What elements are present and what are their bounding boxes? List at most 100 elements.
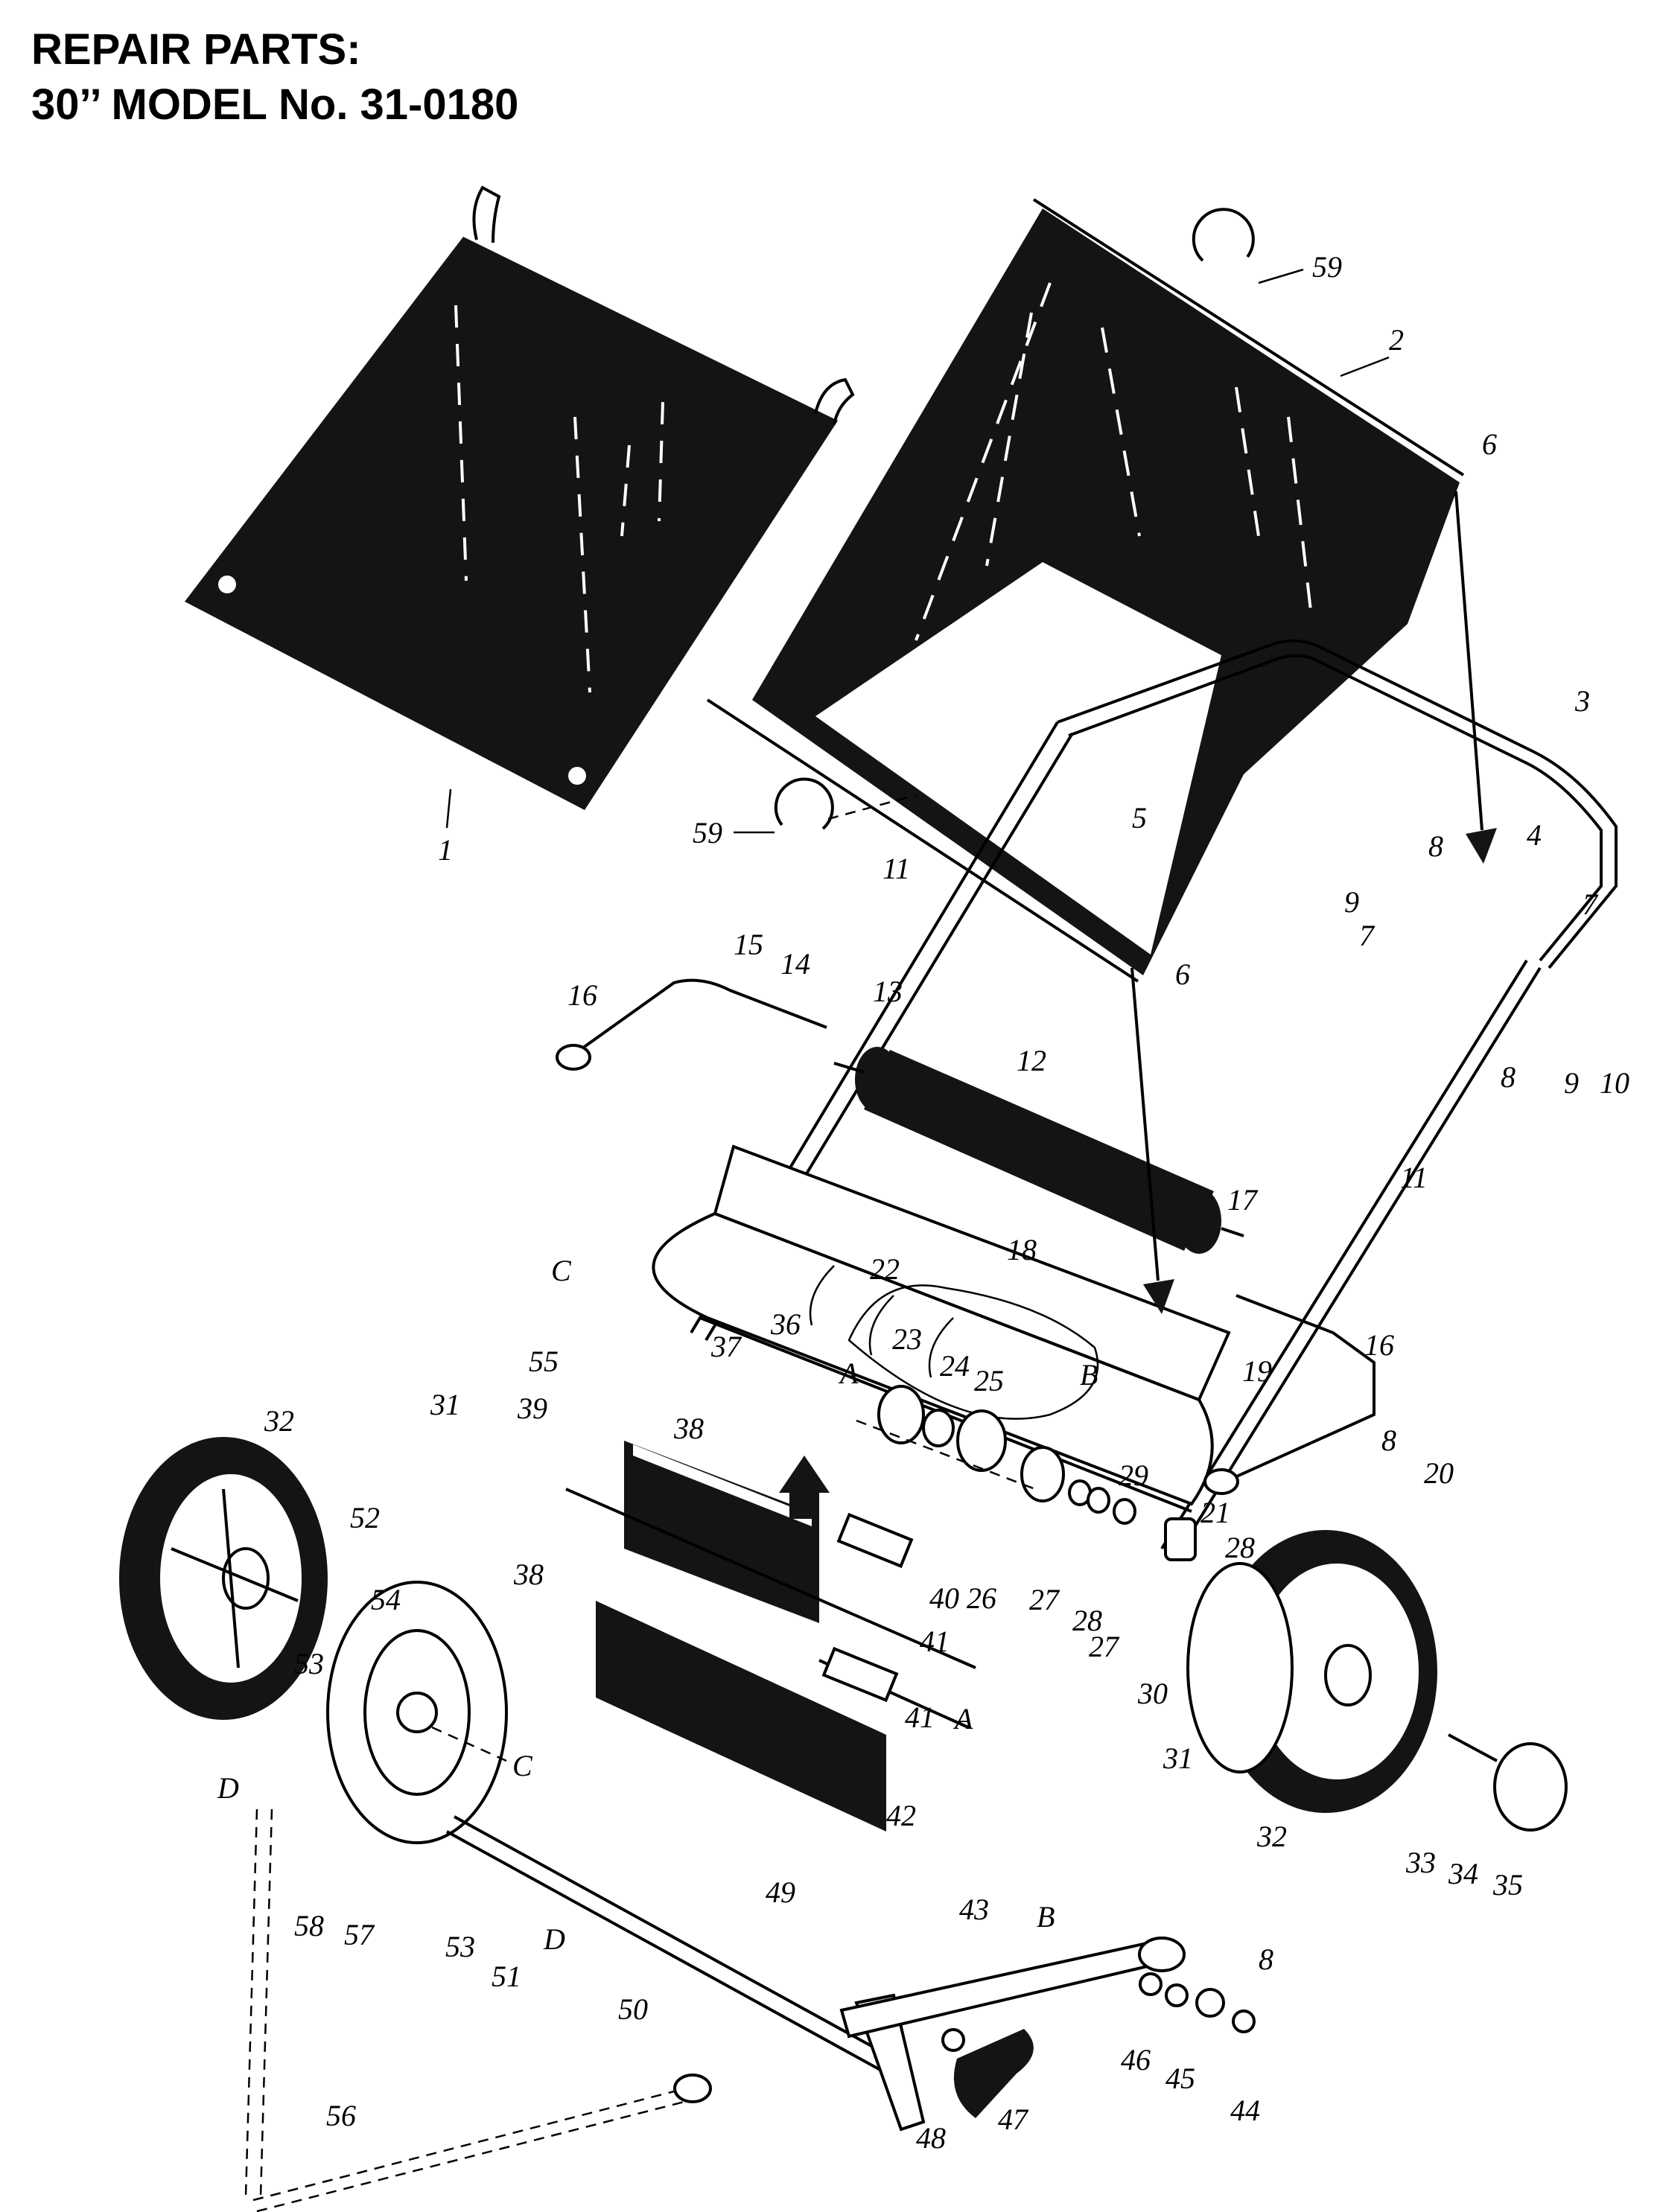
page-title: REPAIR PARTS: 30’’ MODEL No. 31-0180 — [31, 22, 518, 133]
gear-assembly-part — [856, 1385, 1197, 1561]
callout-54: 54 — [371, 1583, 401, 1616]
callout-51: 51 — [492, 1960, 521, 1993]
title-line-1: REPAIR PARTS: — [31, 25, 361, 74]
callout-14: 14 — [780, 947, 810, 981]
callout-12: 12 — [1017, 1044, 1046, 1077]
callout-43: 43 — [959, 1893, 989, 1926]
wheel-left-part — [119, 1437, 328, 1720]
callout-16: 16 — [567, 978, 597, 1012]
callout-9: 9 — [1344, 885, 1359, 919]
callout-31: 31 — [430, 1388, 460, 1421]
callout-11: 11 — [882, 852, 910, 885]
callout-D: D — [217, 1771, 239, 1805]
callout-44: 44 — [1230, 2094, 1260, 2127]
callout-4: 4 — [1527, 818, 1542, 852]
callout-28b: 28 — [1225, 1531, 1255, 1564]
callout-15: 15 — [734, 928, 763, 961]
callout-32: 32 — [264, 1404, 294, 1438]
brush-bracket-part — [821, 1512, 914, 1703]
callout-20: 20 — [1424, 1456, 1454, 1490]
callout-22: 22 — [870, 1252, 900, 1286]
callout-C: C — [551, 1254, 572, 1287]
hardware-washers-part — [941, 1972, 1256, 2052]
callout-53: 53 — [294, 1647, 324, 1680]
callout-13: 13 — [873, 975, 903, 1008]
callout-30: 30 — [1137, 1677, 1168, 1710]
callout-27: 27 — [1029, 1583, 1060, 1616]
callout-23: 23 — [892, 1322, 922, 1356]
callout-19: 19 — [1242, 1354, 1272, 1388]
wheel-right-part — [1186, 1530, 1437, 1813]
callout-36: 36 — [770, 1307, 801, 1341]
callout-29: 29 — [1119, 1459, 1148, 1492]
adjust-link-part — [839, 1937, 1186, 2039]
bag-clip-bottom-part — [734, 777, 917, 834]
callout-32b: 32 — [1256, 1820, 1287, 1853]
callout-5: 5 — [1132, 801, 1147, 835]
callout-56: 56 — [326, 2099, 356, 2132]
link-rod-part — [244, 1808, 712, 2212]
callout-42: 42 — [886, 1799, 916, 1832]
wheel-cap-part — [1448, 1733, 1568, 1832]
callout-labels: 1 2 3 4 5 6 6 7 7 8 8 8 8 9 9 10 11 11 1… — [217, 250, 1629, 2155]
callout-52: 52 — [350, 1501, 380, 1534]
callout-1: 1 — [438, 833, 453, 867]
callout-10: 10 — [1600, 1066, 1629, 1100]
arrow-down-icon — [1130, 967, 1174, 1314]
callout-11b: 11 — [1400, 1161, 1428, 1194]
callout-50: 50 — [618, 1992, 648, 2026]
roller-part — [833, 1047, 1244, 1254]
callout-37: 37 — [710, 1330, 742, 1363]
side-arm-right-part — [1203, 1294, 1375, 1495]
callout-48: 48 — [916, 2121, 946, 2155]
callout-7b: 7 — [1359, 919, 1375, 952]
brush-strip-upper-part — [565, 1441, 976, 1669]
callout-17: 17 — [1227, 1183, 1259, 1217]
callout-49: 49 — [766, 1875, 795, 1909]
callout-31b: 31 — [1163, 1741, 1193, 1775]
callout-27b: 27 — [1089, 1630, 1120, 1663]
callout-59: 59 — [1312, 250, 1342, 284]
callout-8d: 8 — [1259, 1942, 1273, 1976]
callout-Db: D — [543, 1922, 565, 1956]
callout-40: 40 — [929, 1581, 959, 1615]
callout-39: 39 — [517, 1392, 547, 1425]
callout-38b: 38 — [513, 1558, 544, 1591]
callout-33: 33 — [1405, 1846, 1436, 1879]
callout-25: 25 — [974, 1364, 1004, 1397]
callout-9b: 9 — [1564, 1066, 1579, 1100]
callout-47: 47 — [998, 2103, 1029, 2136]
callout-41: 41 — [920, 1625, 950, 1658]
bag-clip-top-part — [1192, 208, 1304, 284]
callout-35: 35 — [1492, 1868, 1523, 1902]
callout-58: 58 — [294, 1909, 324, 1942]
callout-57: 57 — [344, 1918, 375, 1951]
callout-16b: 16 — [1364, 1328, 1394, 1362]
arrow-up-icon — [779, 1456, 830, 1519]
title-line-2: 30’’ MODEL No. 31-0180 — [31, 80, 519, 129]
cover-tarp-part — [185, 185, 855, 829]
callout-6b: 6 — [1175, 957, 1190, 991]
callout-B: B — [1080, 1358, 1098, 1392]
side-arm-left-part — [556, 978, 827, 1071]
callout-45: 45 — [1165, 2062, 1195, 2095]
callout-38: 38 — [673, 1412, 704, 1445]
callout-18: 18 — [1007, 1233, 1037, 1266]
callout-53b: 53 — [445, 1930, 475, 1963]
callout-28: 28 — [1072, 1604, 1102, 1637]
callout-55: 55 — [529, 1345, 559, 1378]
callout-59b: 59 — [693, 816, 722, 850]
hubcap-left-part — [326, 1581, 508, 1844]
callout-A: A — [838, 1357, 859, 1390]
catcher-bag-part — [706, 198, 1465, 983]
callout-8: 8 — [1428, 829, 1443, 863]
callout-Ab: A — [952, 1702, 973, 1736]
knob-part — [953, 2029, 1034, 2118]
callout-46: 46 — [1121, 2043, 1151, 2076]
callout-7: 7 — [1583, 887, 1599, 921]
arrow-down-icon — [1454, 491, 1497, 864]
callout-8b: 8 — [1501, 1060, 1516, 1094]
callout-41b: 41 — [905, 1701, 935, 1734]
callout-8c: 8 — [1381, 1424, 1396, 1457]
